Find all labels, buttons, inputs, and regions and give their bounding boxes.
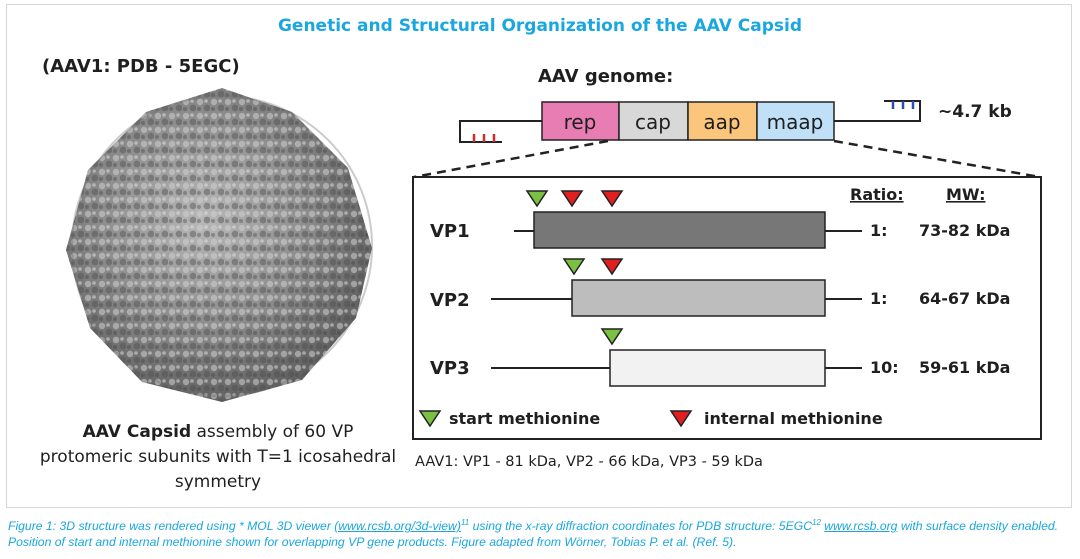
legend-internal-triangle-icon xyxy=(669,410,693,428)
vp1-internal-marker-1 xyxy=(560,190,584,208)
vp2-mw: 64-67 kDa xyxy=(919,289,1010,308)
gene-aap-label: aap xyxy=(703,110,740,134)
vp3-label: VP3 xyxy=(430,358,470,379)
capsid-description: AAV Capsid assembly of 60 VP protomeric … xyxy=(38,420,398,495)
gene-cap-label: cap xyxy=(635,110,671,134)
gene-aap-box xyxy=(687,101,758,141)
vp2-internal-marker xyxy=(600,258,624,276)
aav1-note: AAV1: VP1 - 81 kDa, VP2 - 66 kDa, VP3 - … xyxy=(415,454,763,470)
gene-rep-label: rep xyxy=(564,110,597,134)
vp3-ratio: 10: xyxy=(870,358,899,377)
vp2-row: VP2 1: 64-67 kDa xyxy=(430,258,1010,317)
caption-part-2: using the x-ray diffraction coordinates … xyxy=(469,519,812,534)
legend-start-triangle-icon xyxy=(418,410,442,428)
caption-link-rcsb[interactable]: www.rcsb.org xyxy=(824,519,898,534)
ratio-header: Ratio: xyxy=(850,185,904,204)
vp1-label: VP1 xyxy=(430,221,470,242)
mw-header: MW: xyxy=(946,185,985,204)
gene-maap-box xyxy=(756,101,835,141)
genome-diagram: rep cap aap maap xyxy=(459,100,921,143)
caption-ref-12: 12 xyxy=(812,518,821,527)
legend-start-label: start methionine xyxy=(449,409,600,428)
caption-part-4: with surface density enabled. Position o… xyxy=(8,519,1059,550)
figure-caption: Figure 1: 3D structure was rendered usin… xyxy=(8,515,1074,550)
vp2-start-marker xyxy=(562,258,586,276)
vp1-start-marker xyxy=(525,190,549,208)
caption-part-1: Figure 1: 3D structure was rendered usin… xyxy=(8,519,335,534)
capsid-image xyxy=(66,88,373,402)
caption-link-3d-view[interactable]: (www.rcsb.org/3d-view) xyxy=(334,519,461,534)
capsid-description-rest: assembly of 60 VP protomeric subunits wi… xyxy=(39,422,397,492)
caption-ref-11: 11 xyxy=(460,518,470,527)
vp1-internal-marker-2 xyxy=(600,190,624,208)
gene-maap-label: maap xyxy=(767,110,824,134)
gene-rep-box xyxy=(541,101,620,141)
gene-cap-box xyxy=(618,101,689,141)
vp1-bar xyxy=(533,211,826,249)
genome-label: AAV genome: xyxy=(538,66,673,87)
vp1-row: VP1 1: 73-82 kDa xyxy=(430,190,1010,249)
pdb-label: (AAV1: PDB - 5EGC) xyxy=(42,56,240,77)
zoom-line-left xyxy=(413,139,609,179)
vp2-bar xyxy=(571,279,826,317)
legend-internal-label: internal methionine xyxy=(704,409,883,428)
vp1-mw: 73-82 kDa xyxy=(919,221,1010,240)
vp2-label: VP2 xyxy=(430,290,470,311)
figure-title: Genetic and Structural Organization of t… xyxy=(277,16,803,36)
zoom-line-right xyxy=(833,139,1041,179)
vp3-bar xyxy=(609,349,826,387)
legend: start methionine internal methionine xyxy=(418,409,883,428)
vp3-row: VP3 10: 59-61 kDa xyxy=(430,328,1010,387)
vp1-ratio: 1: xyxy=(870,221,888,240)
vp2-ratio: 1: xyxy=(870,289,888,308)
vp3-start-marker xyxy=(600,328,624,346)
capsid-description-bold: AAV Capsid xyxy=(82,422,192,442)
vp3-mw: 59-61 kDa xyxy=(919,358,1010,377)
genome-size: ~4.7 kb xyxy=(938,102,1012,122)
